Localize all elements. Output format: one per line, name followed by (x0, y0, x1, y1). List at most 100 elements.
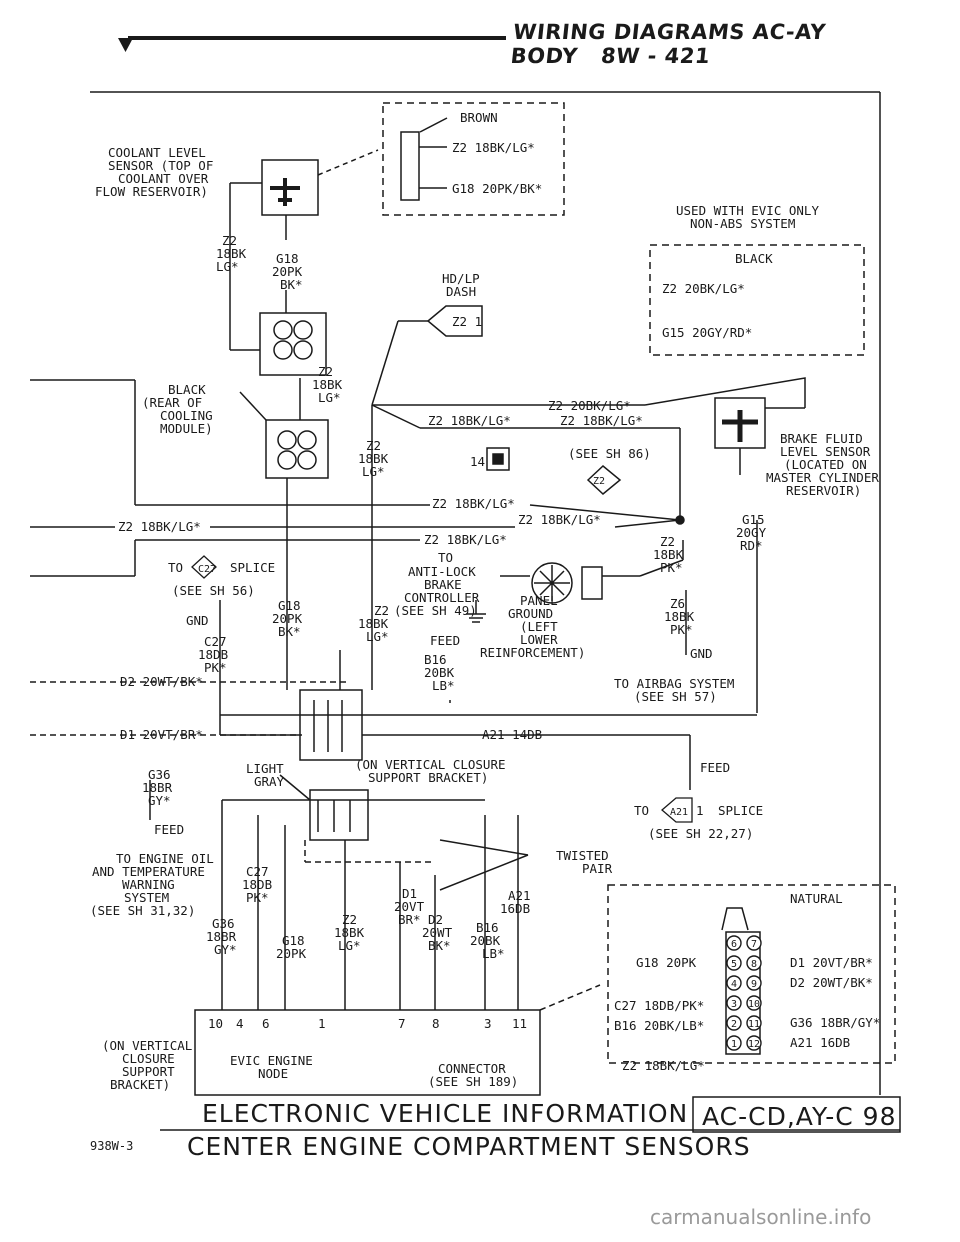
label-pin-6: 6 (262, 1016, 270, 1031)
header-rule (118, 36, 506, 52)
footer-code-box (692, 1096, 901, 1133)
label-pin-d1: D1 20VT/BR* (790, 955, 873, 970)
label-g18-conn-2: 20PK (276, 946, 307, 961)
label-sh86: (SEE SH 86) (568, 446, 651, 461)
label-c27-splice: SPLICE (230, 560, 275, 575)
label-g36-top-3: GY* (148, 793, 171, 808)
label-pin-11: 11 (512, 1016, 527, 1031)
label-b16-conn-2: 20BK (470, 933, 501, 948)
label-brown-z2: Z2 18BK/LG* (452, 140, 535, 155)
label-brake-2: LEVEL SENSOR (780, 444, 871, 459)
brown-callout (317, 149, 379, 176)
label-ground-3: (LEFT (520, 619, 558, 634)
label-brake-3: (LOCATED ON (784, 457, 867, 472)
label-wire-a21: A21 14DB (482, 727, 542, 742)
label-z2-mid-2: 18BK (358, 451, 389, 466)
coolant-sensor-body (261, 159, 319, 216)
label-a21-sh: (SEE SH 22,27) (648, 826, 753, 841)
label-bracket-bottom-1: (ON VERTICAL (102, 1038, 192, 1053)
label-g18-left-2: 20PK (272, 264, 303, 279)
label-d1-conn-1: D1 (402, 886, 417, 901)
label-wire-z2-18-b: Z2 18BK/LG* (560, 413, 643, 428)
label-pin-a21: A21 16DB (790, 1035, 850, 1050)
label-z6-2: 18BK (664, 609, 695, 624)
label-d2-conn-1: D2 (428, 912, 443, 927)
label-feed-left: FEED (154, 822, 184, 837)
label-z2-conn-1: Z2 (342, 912, 357, 927)
splice-14-box (486, 447, 510, 471)
label-pin-8: 8 (432, 1016, 440, 1031)
label-pin-10: 10 (208, 1016, 223, 1031)
label-light: LIGHT (246, 761, 284, 776)
label-z2-left-3: LG* (216, 259, 239, 274)
label-ground-1: PANEL (520, 593, 558, 608)
label-z2-left-1: Z2 (222, 233, 237, 248)
label-z2-pk-3: PK* (660, 560, 683, 575)
label-oil-4: SYSTEM (124, 890, 169, 905)
label-evic-node-1: EVIC ENGINE (230, 1053, 313, 1068)
cavity-numbers: 6 7 5 8 4 9 3 10 2 11 1 12 (731, 939, 760, 1050)
label-pin-d2: D2 20WT/BK* (790, 975, 873, 990)
panel-lamp (531, 562, 573, 604)
label-d1-conn-2: 20VT (394, 899, 425, 914)
label-module-3: COOLING (160, 408, 213, 423)
label-g18-mid-3: BK* (278, 624, 301, 639)
natural-connector-latch (721, 907, 749, 931)
label-z2-mod-1: Z2 (318, 364, 333, 379)
label-g15-3: RD* (740, 538, 763, 553)
label-pin-g18: G18 20PK (636, 955, 697, 970)
label-twisted: TWISTED (556, 848, 609, 863)
label-black-g15: G15 20GY/RD* (662, 325, 752, 340)
label-bracket-bottom-4: BRACKET) (110, 1077, 170, 1092)
c27-splice-diamond (191, 555, 217, 579)
label-z2-pk-1: Z2 (660, 534, 675, 549)
label-d2-conn-3: BK* (428, 938, 451, 953)
footer-line-2: CENTER ENGINE COMPARTMENT SENSORS (187, 1132, 751, 1161)
label-brake-5: RESERVOIR) (786, 483, 861, 498)
label-evic-only: USED WITH EVIC ONLY (676, 203, 819, 218)
label-g18-left-1: G18 (276, 251, 299, 266)
label-c27-to: TO (168, 560, 183, 575)
cavity-5: 5 (731, 959, 737, 970)
label-abs-2: ANTI-LOCK (408, 564, 476, 579)
label-g36-conn-1: G36 (212, 916, 235, 931)
label-z2-abs-1: Z2 (374, 603, 389, 618)
brown-connector-art (400, 131, 420, 201)
label-z2-diamond: Z2 (593, 476, 605, 487)
brown-connector-box (382, 102, 565, 216)
upper-4way-connector (259, 312, 327, 376)
black-connector-box (649, 244, 865, 356)
cavity-2: 2 (731, 1019, 737, 1030)
hdlp-splice-diamond (426, 305, 483, 337)
label-z6-1: Z6 (670, 596, 685, 611)
label-a21-conn-2: 16DB (500, 901, 530, 916)
label-z2-mod-2: 18BK (312, 377, 343, 392)
label-gnd-left: GND (186, 613, 209, 628)
label-non-abs: NON-ABS SYSTEM (690, 216, 795, 231)
label-pin-1: 1 (318, 1016, 326, 1031)
label-evic-node-2: NODE (258, 1066, 288, 1081)
evic-node-box (194, 1009, 541, 1096)
label-natural: NATURAL (790, 891, 843, 906)
label-14: 14 (470, 454, 485, 469)
label-a21-to: TO (634, 803, 649, 818)
label-pin-b16: B16 20BK/LB* (614, 1018, 704, 1033)
label-coolant-4: FLOW RESERVOIR) (95, 184, 208, 199)
cooling-module-connector (265, 419, 329, 479)
label-coolant-1: COOLANT LEVEL (108, 145, 206, 160)
label-ground-4: LOWER (520, 632, 558, 647)
watermark: carmanualsonline.info (650, 1205, 872, 1229)
diagram-lines (30, 91, 901, 1133)
a21-splice-diamond (661, 797, 693, 823)
label-g18-mid-1: G18 (278, 598, 301, 613)
label-b16-conn-3: LB* (482, 946, 505, 961)
label-coolant-2: SENSOR (TOP OF (108, 158, 213, 173)
label-c27-left-3: PK* (204, 660, 227, 675)
label-a21-splice: SPLICE (718, 803, 763, 818)
label-d2-conn-2: 20WT (422, 925, 453, 940)
label-wire-z2-18-e: Z2 18BK/LG* (424, 532, 507, 547)
label-coolant-3: COOLANT OVER (118, 171, 209, 186)
label-black-z2: Z2 20BK/LG* (662, 281, 745, 296)
label-abs-4: CONTROLLER (404, 590, 480, 605)
